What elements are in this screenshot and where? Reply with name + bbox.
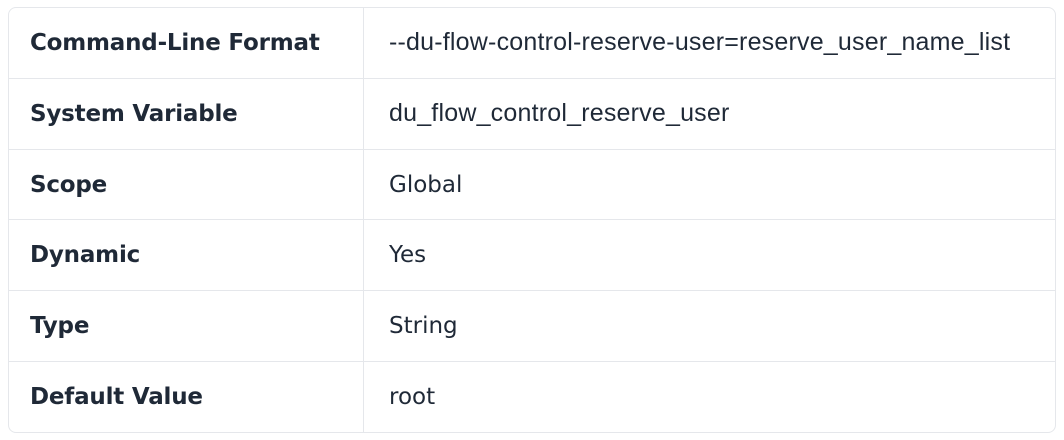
row-value: du_flow_control_reserve_user: [389, 99, 730, 128]
table-row-dynamic: Dynamic Yes: [9, 219, 1055, 291]
row-label: System Variable: [9, 78, 364, 149]
row-label: Scope: [9, 149, 364, 220]
table-row-type: Type String: [9, 290, 1055, 362]
row-value: root: [389, 384, 436, 411]
row-value: Global: [389, 171, 463, 198]
table-row-system-variable: System Variable du_flow_control_reserve_…: [9, 77, 1055, 149]
row-value: --du-flow-control-reserve-user=reserve_u…: [389, 28, 1011, 57]
table-row-command-line-format: Command-Line Format --du-flow-control-re…: [9, 8, 1055, 78]
table-row-default-value: Default Value root: [9, 361, 1055, 432]
row-label: Dynamic: [9, 220, 364, 291]
row-label: Command-Line Format: [9, 8, 364, 78]
row-label: Default Value: [9, 362, 364, 432]
table-row-scope: Scope Global: [9, 148, 1055, 220]
row-value: Yes: [389, 242, 427, 269]
system-variable-info-table: Command-Line Format --du-flow-control-re…: [8, 7, 1056, 433]
row-value: String: [389, 313, 458, 340]
row-label: Type: [9, 291, 364, 362]
